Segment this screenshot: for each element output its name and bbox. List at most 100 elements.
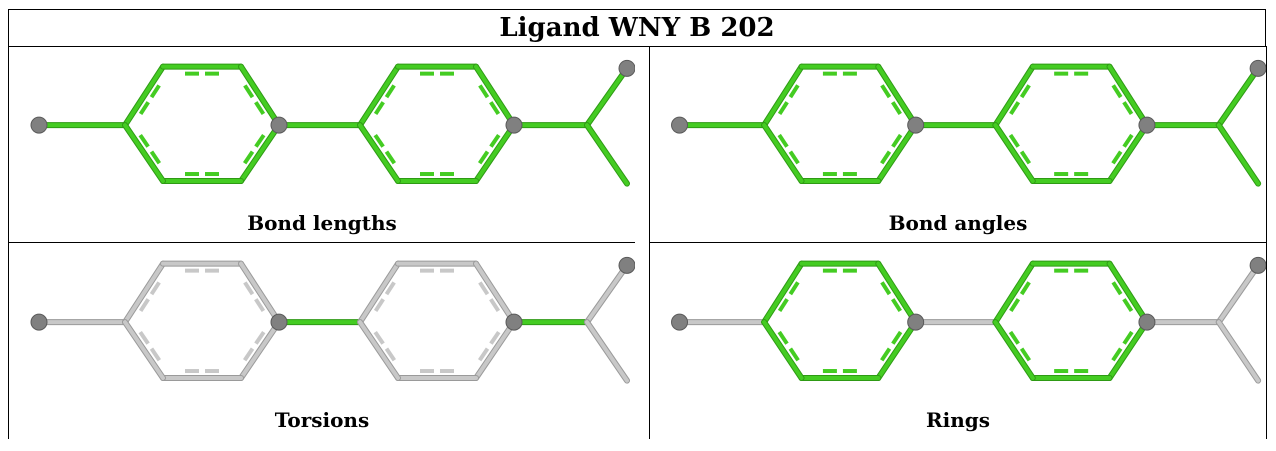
ligand-figure: Ligand WNY B 202 Bond lengths Bond angle… <box>8 9 1267 451</box>
aromatic-dash <box>138 101 150 116</box>
bond <box>876 320 918 381</box>
bond <box>358 320 400 381</box>
bond <box>993 123 1035 184</box>
aromatic-dash <box>242 150 255 165</box>
aromatic-dash <box>880 150 892 165</box>
bond <box>239 261 281 325</box>
aromatic-dash <box>1009 298 1021 313</box>
aromatic-dash <box>1122 133 1134 148</box>
molecule-bond-angles <box>671 59 1266 187</box>
bond <box>474 123 516 184</box>
atom <box>618 59 635 77</box>
aromatic-dash <box>1008 330 1020 345</box>
aromatic-dash <box>1111 150 1123 165</box>
atom <box>1249 256 1266 274</box>
atom <box>270 313 288 331</box>
aromatic-dash <box>373 298 385 313</box>
aromatic-dash <box>149 347 162 362</box>
aromatic-dash <box>777 133 789 148</box>
aromatic-dash <box>788 84 800 99</box>
atom <box>907 116 925 134</box>
aromatic-dash <box>788 150 800 165</box>
bond <box>474 261 516 325</box>
caption-bond-lengths: Bond lengths <box>247 211 397 235</box>
aromatic-dash <box>1111 84 1123 99</box>
bond <box>358 123 400 184</box>
aromatic-dash <box>777 330 789 345</box>
aromatic-dash <box>880 347 892 362</box>
aromatic-dash <box>149 281 161 296</box>
aromatic-dash <box>1111 281 1123 296</box>
aromatic-dash <box>777 101 789 116</box>
aromatic-dash <box>489 298 501 313</box>
aromatic-dash <box>477 347 490 362</box>
molecule-torsions <box>30 256 635 384</box>
aromatic-dash <box>1008 133 1020 148</box>
bond <box>993 64 1035 128</box>
atom <box>1249 59 1266 77</box>
aromatic-dash <box>1019 84 1031 99</box>
caption-torsions: Torsions <box>274 408 370 432</box>
atom <box>618 256 635 274</box>
bond <box>1216 123 1261 186</box>
bond <box>762 261 804 325</box>
bond <box>1107 123 1149 184</box>
aromatic-dash <box>1122 298 1134 313</box>
atom <box>270 116 288 134</box>
aromatic-dash <box>891 330 903 345</box>
bond <box>358 261 400 325</box>
aromatic-dash <box>149 84 161 99</box>
aromatic-dash <box>489 101 501 116</box>
atom <box>1138 116 1156 134</box>
aromatic-dash <box>478 281 490 296</box>
aromatic-dash <box>891 101 902 116</box>
aromatic-dash <box>254 298 266 313</box>
caption-bond-angles: Bond angles <box>888 211 1028 235</box>
bond <box>358 64 400 128</box>
atom <box>30 116 48 134</box>
bond <box>585 320 629 383</box>
bond <box>762 123 804 184</box>
bond <box>123 123 165 184</box>
aromatic-dash <box>1122 330 1134 345</box>
aromatic-dash <box>384 347 397 362</box>
molecule-rings <box>671 256 1266 384</box>
aromatic-dash <box>243 281 255 296</box>
bond <box>585 263 629 325</box>
aromatic-dash <box>242 347 255 362</box>
bond <box>123 64 165 128</box>
bond <box>876 261 918 325</box>
bond <box>585 66 629 128</box>
bond <box>123 261 165 325</box>
bond <box>239 320 281 381</box>
bond <box>762 320 804 381</box>
aromatic-dash <box>138 298 150 313</box>
aromatic-dash <box>254 330 266 345</box>
bond <box>1216 66 1261 128</box>
atom <box>671 116 689 134</box>
aromatic-dash <box>1111 347 1123 362</box>
bond <box>1216 263 1261 325</box>
aromatic-dash <box>1019 347 1032 362</box>
aromatic-dash <box>891 298 902 313</box>
aromatic-dash <box>777 298 789 313</box>
panel-rings: Rings <box>649 243 1267 439</box>
bond <box>1107 261 1149 325</box>
aromatic-dash <box>254 133 266 148</box>
atom <box>30 313 48 331</box>
aromatic-dash <box>891 133 903 148</box>
bond <box>474 320 516 381</box>
panel-bond-angles: Bond angles <box>649 46 1267 243</box>
figure-title: Ligand WNY B 202 <box>8 9 1266 47</box>
aromatic-dash <box>489 133 501 148</box>
aromatic-dash <box>384 150 397 165</box>
aromatic-dash <box>489 330 501 345</box>
bond <box>585 123 629 186</box>
atom <box>907 313 925 331</box>
atom <box>671 313 689 331</box>
aromatic-dash <box>1009 101 1021 116</box>
aromatic-dash <box>478 84 490 99</box>
aromatic-dash <box>373 133 385 148</box>
aromatic-dash <box>384 84 396 99</box>
aromatic-dash <box>1019 150 1032 165</box>
